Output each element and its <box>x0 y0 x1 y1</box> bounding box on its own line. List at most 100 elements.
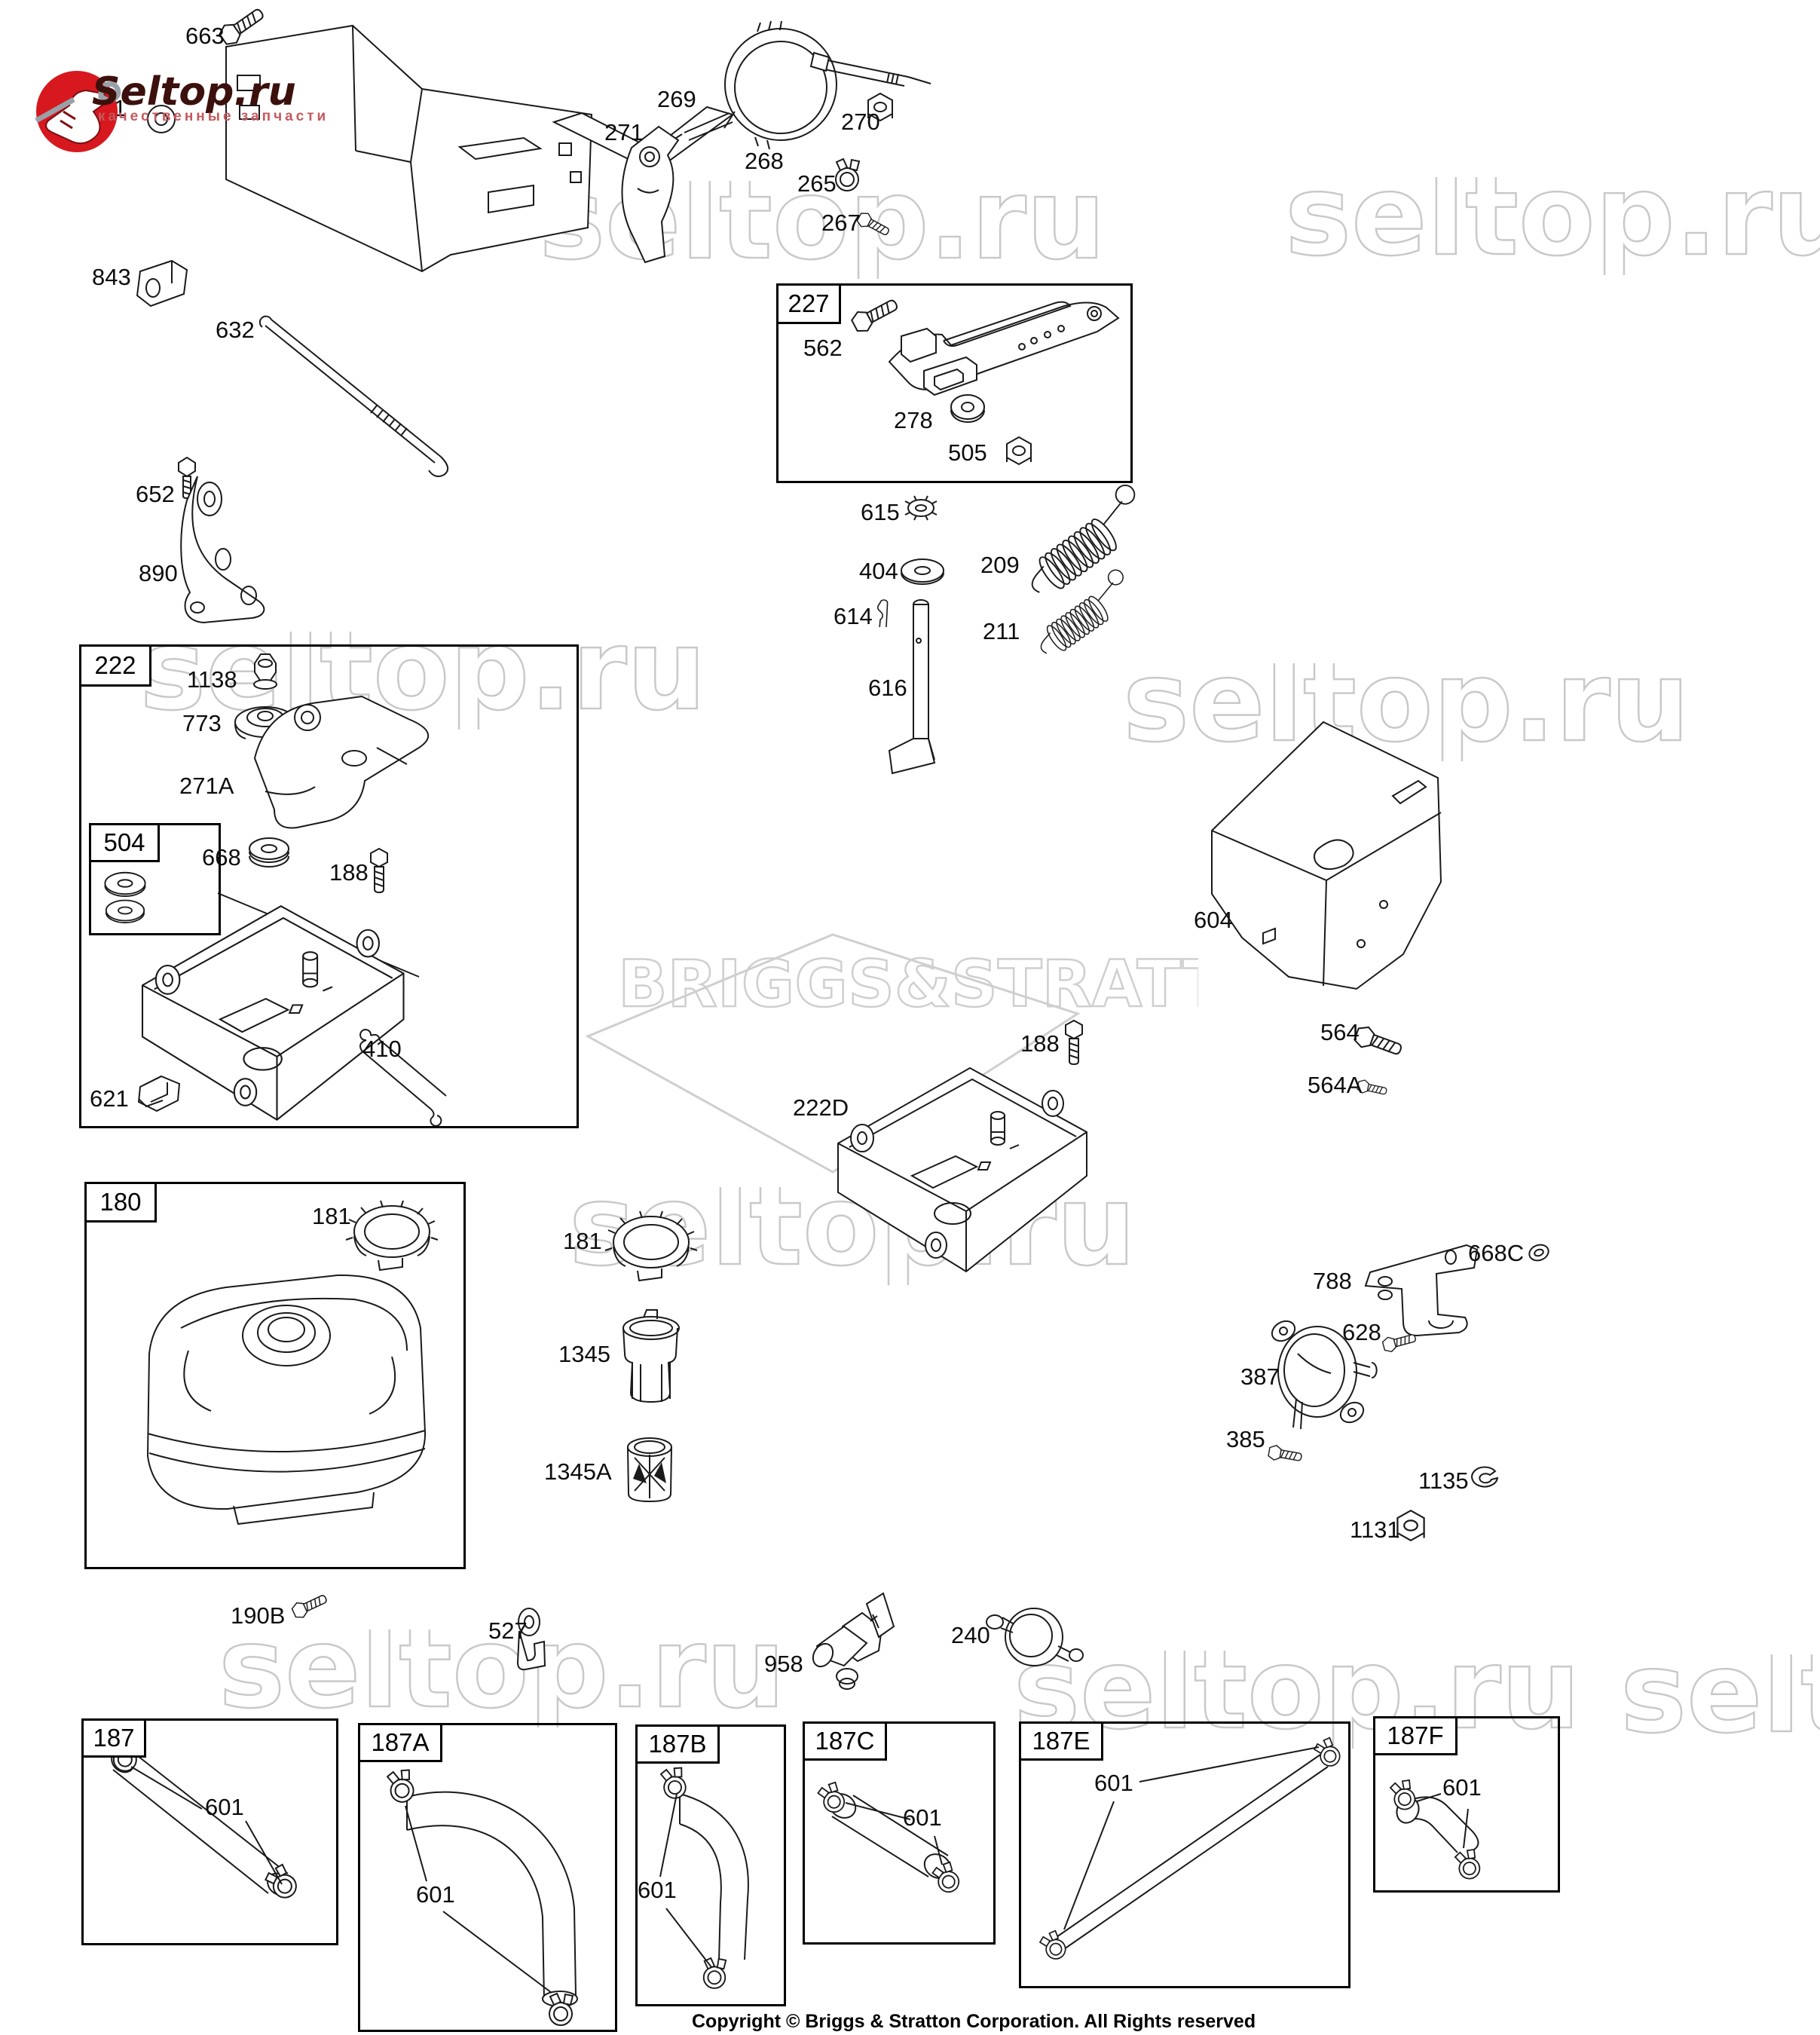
bracket-271A-drawing <box>253 695 430 829</box>
valve-958-drawing <box>812 1592 895 1690</box>
part-label-1345: 1345 <box>558 1341 610 1367</box>
part-label-601-187B: 601 <box>638 1877 677 1903</box>
group-box-180-tab: 180 <box>84 1182 157 1223</box>
spring-209-drawing <box>1014 481 1157 603</box>
governor-lever-562-drawing <box>888 301 1120 396</box>
bracket-788-drawing <box>1364 1244 1479 1337</box>
rod-410-drawing <box>359 1029 447 1127</box>
part-label-663: 663 <box>185 23 225 49</box>
group-box-187B: 187B <box>635 1724 786 2006</box>
part-label-621: 621 <box>90 1085 129 1112</box>
nut-1138-drawing <box>253 653 277 690</box>
part-label-601-187A: 601 <box>416 1881 455 1908</box>
group-box-187A: 187A <box>358 1723 617 2032</box>
part-label-616: 616 <box>868 675 907 701</box>
hose-187F-drawing <box>1387 1777 1484 1883</box>
part-label-843: 843 <box>92 264 131 290</box>
part-label-1138: 1138 <box>187 666 237 693</box>
group-box-187E-label: 187E <box>1032 1727 1090 1755</box>
part-label-270: 270 <box>841 109 880 135</box>
screw-564-drawing <box>1352 1023 1406 1061</box>
group-box-504-tab: 504 <box>89 823 160 862</box>
rod-632-drawing <box>258 315 449 477</box>
part-label-505: 505 <box>948 439 987 466</box>
fuel-cap-181b-drawing <box>604 1210 698 1281</box>
part-label-1131: 1131 <box>1350 1516 1400 1543</box>
part-label-1135: 1135 <box>1418 1467 1469 1494</box>
group-box-187B-label: 187B <box>648 1730 707 1758</box>
hose-187B-drawing <box>659 1764 749 1989</box>
cover-604-drawing <box>1211 721 1442 990</box>
logo-fingers <box>60 110 76 130</box>
part-label-188: 188 <box>329 859 369 886</box>
throttle-cable-drawing <box>671 20 931 150</box>
sleeve-843-drawing <box>136 259 188 308</box>
clip-527-drawing <box>516 1608 546 1671</box>
group-box-187E-tab: 187E <box>1019 1721 1103 1761</box>
group-box-222-tab: 222 <box>79 644 151 687</box>
part-label-410: 410 <box>362 1036 402 1062</box>
part-label-564: 564 <box>1320 1019 1360 1045</box>
group-box-187C: 187C <box>803 1721 996 1945</box>
group-box-187A-label: 187A <box>371 1728 430 1756</box>
washer-668-drawing <box>249 837 289 868</box>
logo-subtitle: качественные запчасти <box>98 109 329 124</box>
filter-cup-1345-drawing <box>622 1309 680 1403</box>
hose-187E-drawing <box>1037 1735 1345 1963</box>
part-label-614: 614 <box>834 603 873 629</box>
screw-267-drawing <box>855 210 892 240</box>
part-label-1345A: 1345A <box>544 1458 612 1485</box>
hose-187C-drawing <box>815 1779 964 1897</box>
group-box-187-tab: 187 <box>81 1718 146 1758</box>
part-label-564A: 564A <box>1308 1072 1363 1098</box>
group-box-187F-tab: 187F <box>1373 1716 1458 1755</box>
part-label-190B: 190B <box>231 1602 286 1629</box>
part-label-601-187C: 601 <box>903 1804 942 1831</box>
group-box-187F-label: 187F <box>1387 1721 1444 1749</box>
part-label-209: 209 <box>980 552 1020 578</box>
clamp-265-drawing <box>835 158 860 191</box>
group-box-187C-label: 187C <box>815 1727 875 1755</box>
part-label-271A: 271A <box>179 773 234 799</box>
part-label-668C: 668C <box>1468 1240 1525 1266</box>
seltop-logo-icon <box>35 71 121 152</box>
part-label-601-187F: 601 <box>1442 1774 1482 1801</box>
logo-title: Seltop.ru <box>92 69 296 115</box>
part-label-562: 562 <box>803 335 843 361</box>
hose-187A-drawing <box>385 1767 578 2026</box>
group-box-227-label: 227 <box>788 289 830 317</box>
part-label-385: 385 <box>1226 1426 1265 1452</box>
pump-387-drawing <box>1271 1320 1378 1430</box>
bracket-890-drawing <box>180 476 265 624</box>
part-label-269: 269 <box>657 86 696 112</box>
fuel-tank-drawing <box>146 1274 427 1525</box>
part-label-181b: 181 <box>563 1228 602 1254</box>
part-label-387: 387 <box>1240 1363 1280 1390</box>
part-label-267: 267 <box>821 210 861 236</box>
clip-621-drawing <box>137 1075 181 1112</box>
part-label-615: 615 <box>861 499 900 525</box>
group-box-180-label: 180 <box>99 1188 142 1216</box>
group-box-227: 227 <box>776 283 1133 483</box>
part-label-601-187E: 601 <box>1094 1770 1133 1796</box>
base-plate-222D-drawing <box>837 1067 1087 1272</box>
part-label-181a: 181 <box>312 1203 351 1229</box>
group-box-187F: 187F <box>1373 1716 1560 1893</box>
part-label-773: 773 <box>182 710 222 736</box>
group-box-504: 504 <box>89 823 221 935</box>
group-box-504-label: 504 <box>103 828 145 856</box>
control-bracket-drawing <box>147 24 735 273</box>
screw-190B-drawing <box>289 1590 330 1621</box>
bolt-188b-drawing <box>1065 1020 1083 1065</box>
part-label-652: 652 <box>136 481 175 507</box>
part-label-890: 890 <box>139 560 178 586</box>
group-box-187C-tab: 187C <box>803 1721 887 1761</box>
part-label-268: 268 <box>745 148 784 174</box>
lock-washer-1135-drawing <box>1471 1466 1498 1488</box>
group-box-187E: 187E <box>1019 1721 1350 1988</box>
part-label-788: 788 <box>1313 1268 1352 1294</box>
part-label-271: 271 <box>604 119 644 145</box>
copyright-text: Copyright © Briggs & Stratton Corporatio… <box>692 2011 1256 2032</box>
